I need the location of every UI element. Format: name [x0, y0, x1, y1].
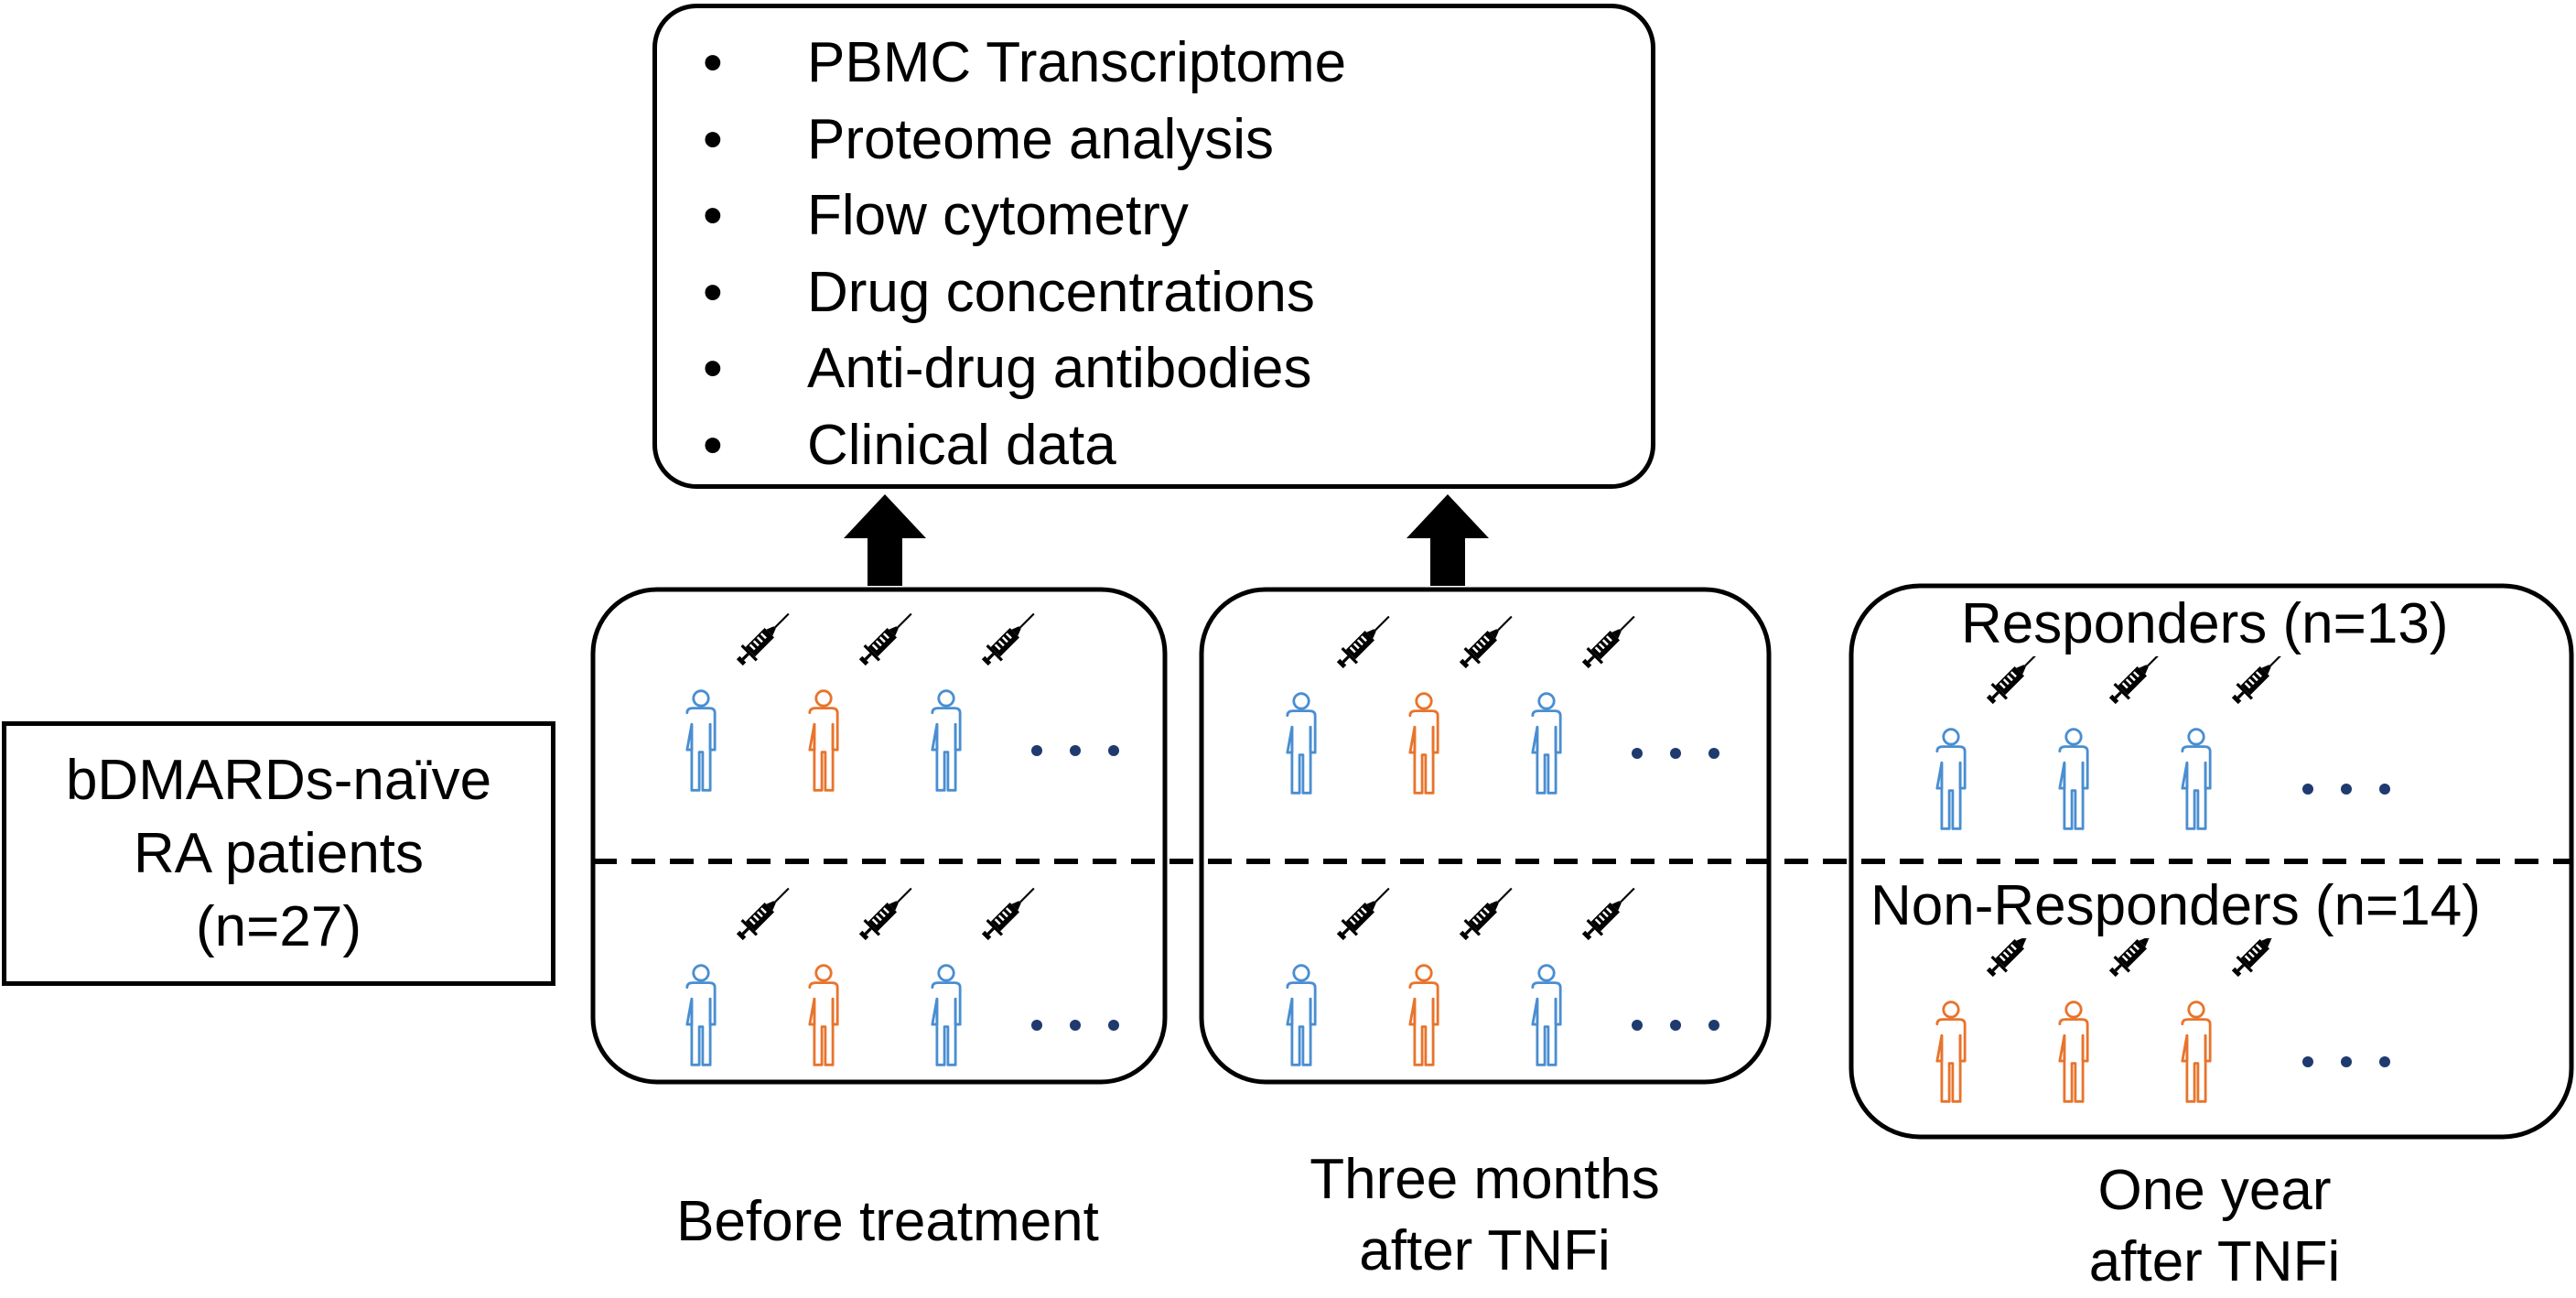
person-icon — [1935, 727, 1967, 831]
person-icon — [1530, 963, 1563, 1067]
ellipsis-dot-icon — [2379, 1056, 2390, 1067]
method-item: • Anti-drug antibodies — [703, 330, 1346, 407]
person-icon — [1285, 691, 1318, 795]
syringe-icon — [855, 606, 919, 670]
timepoint-label-three-months: Three months after TNFi — [1208, 1144, 1762, 1287]
person-icon — [684, 963, 717, 1067]
method-item: • PBMC Transcriptome — [703, 25, 1346, 102]
syringe-icon — [1578, 881, 1642, 945]
ellipsis-dot-icon — [2341, 784, 2352, 795]
cohort-line: (n=27) — [196, 895, 361, 958]
ellipsis-dot-icon — [1670, 748, 1681, 759]
syringe-icon — [1455, 609, 1519, 673]
method-label: Anti-drug antibodies — [807, 337, 1312, 400]
method-label: Proteome analysis — [807, 107, 1275, 171]
ellipsis-dot-icon — [2302, 1056, 2313, 1067]
syringe-icon — [732, 881, 796, 945]
cohort-line: bDMARDs-naïve — [65, 749, 492, 812]
ellipsis-dot-icon — [1708, 748, 1719, 759]
bullet-icon: • — [703, 184, 723, 247]
person-icon — [807, 688, 840, 793]
person-icon — [930, 963, 963, 1067]
person-icon — [1530, 691, 1563, 795]
methods-box: • PBMC Transcriptome • Proteome analysis • Fl… — [652, 4, 1655, 489]
method-label: Clinical data — [807, 413, 1116, 477]
cohort-box: bDMARDs-naïve RA patients (n=27) — [2, 721, 555, 986]
ellipsis-dot-icon — [1108, 745, 1119, 756]
bullet-icon: • — [703, 413, 723, 477]
ellipsis-dot-icon — [1670, 1020, 1681, 1031]
timepoint-line: after TNFi — [2088, 1230, 2341, 1293]
ellipsis-dot-icon — [1108, 1020, 1119, 1031]
method-item: • Clinical data — [703, 407, 1346, 484]
person-icon — [930, 688, 963, 793]
method-item: • Flow cytometry — [703, 178, 1346, 254]
ellipsis-dot-icon — [2341, 1056, 2352, 1067]
ellipsis-dot-icon — [1031, 745, 1042, 756]
person-icon — [1285, 963, 1318, 1067]
bullet-icon: • — [703, 31, 723, 94]
method-label: Drug concentrations — [807, 260, 1315, 324]
syringe-icon — [855, 881, 919, 945]
ellipsis-dot-icon — [2302, 784, 2313, 795]
method-label: PBMC Transcriptome — [807, 31, 1347, 94]
syringe-icon — [977, 606, 1041, 670]
person-icon — [807, 963, 840, 1067]
cohort-label: bDMARDs-naïve RA patients (n=27) — [6, 744, 551, 964]
ellipsis-dot-icon — [1031, 1020, 1042, 1031]
syringe-icon — [1578, 609, 1642, 673]
person-icon — [1407, 963, 1440, 1067]
ellipsis-dot-icon — [2379, 784, 2390, 795]
panel-three-months — [1199, 587, 1772, 1085]
syringe-icon — [1455, 881, 1519, 945]
ellipsis-dot-icon — [1708, 1020, 1719, 1031]
timepoint-label-before: Before treatment — [604, 1186, 1171, 1258]
arrow-up-icon — [844, 494, 926, 586]
person-icon — [2180, 1000, 2213, 1104]
timepoint-line: One year — [2097, 1159, 2332, 1222]
timepoint-label-one-year: One year after TNFi — [1903, 1155, 2526, 1298]
bullet-icon: • — [703, 337, 723, 400]
panel-before-treatment — [590, 587, 1168, 1085]
person-icon — [2057, 727, 2090, 831]
syringe-icon — [1332, 609, 1396, 673]
timepoint-line: Three months — [1310, 1148, 1660, 1211]
timepoint-line: Before treatment — [676, 1190, 1099, 1253]
bullet-icon: • — [703, 260, 723, 324]
syringe-icon — [1332, 881, 1396, 945]
syringe-icon — [977, 881, 1041, 945]
arrow-up-icon — [1407, 494, 1489, 586]
ellipsis-dot-icon — [1632, 748, 1643, 759]
methods-list: • PBMC Transcriptome • Proteome analysis • Fl… — [703, 25, 1346, 483]
method-item: • Drug concentrations — [703, 254, 1346, 331]
ellipsis-dot-icon — [1070, 745, 1081, 756]
ellipsis-dot-icon — [1070, 1020, 1081, 1031]
person-icon — [2057, 1000, 2090, 1104]
person-icon — [2180, 727, 2213, 831]
person-icon — [1407, 691, 1440, 795]
timepoint-line: after TNFi — [1359, 1219, 1611, 1282]
syringe-icon — [732, 606, 796, 670]
method-label: Flow cytometry — [807, 184, 1189, 247]
person-icon — [684, 688, 717, 793]
patient-figures — [684, 606, 2390, 1104]
person-icon — [1935, 1000, 1967, 1104]
ellipsis-dot-icon — [1632, 1020, 1643, 1031]
bullet-icon: • — [703, 107, 723, 171]
non-responders-label: Non-Responders (n=14) — [1863, 874, 2488, 938]
cohort-line: RA patients — [133, 822, 425, 885]
responders-label: Responders (n=13) — [1954, 592, 2456, 656]
method-item: • Proteome analysis — [703, 102, 1346, 178]
